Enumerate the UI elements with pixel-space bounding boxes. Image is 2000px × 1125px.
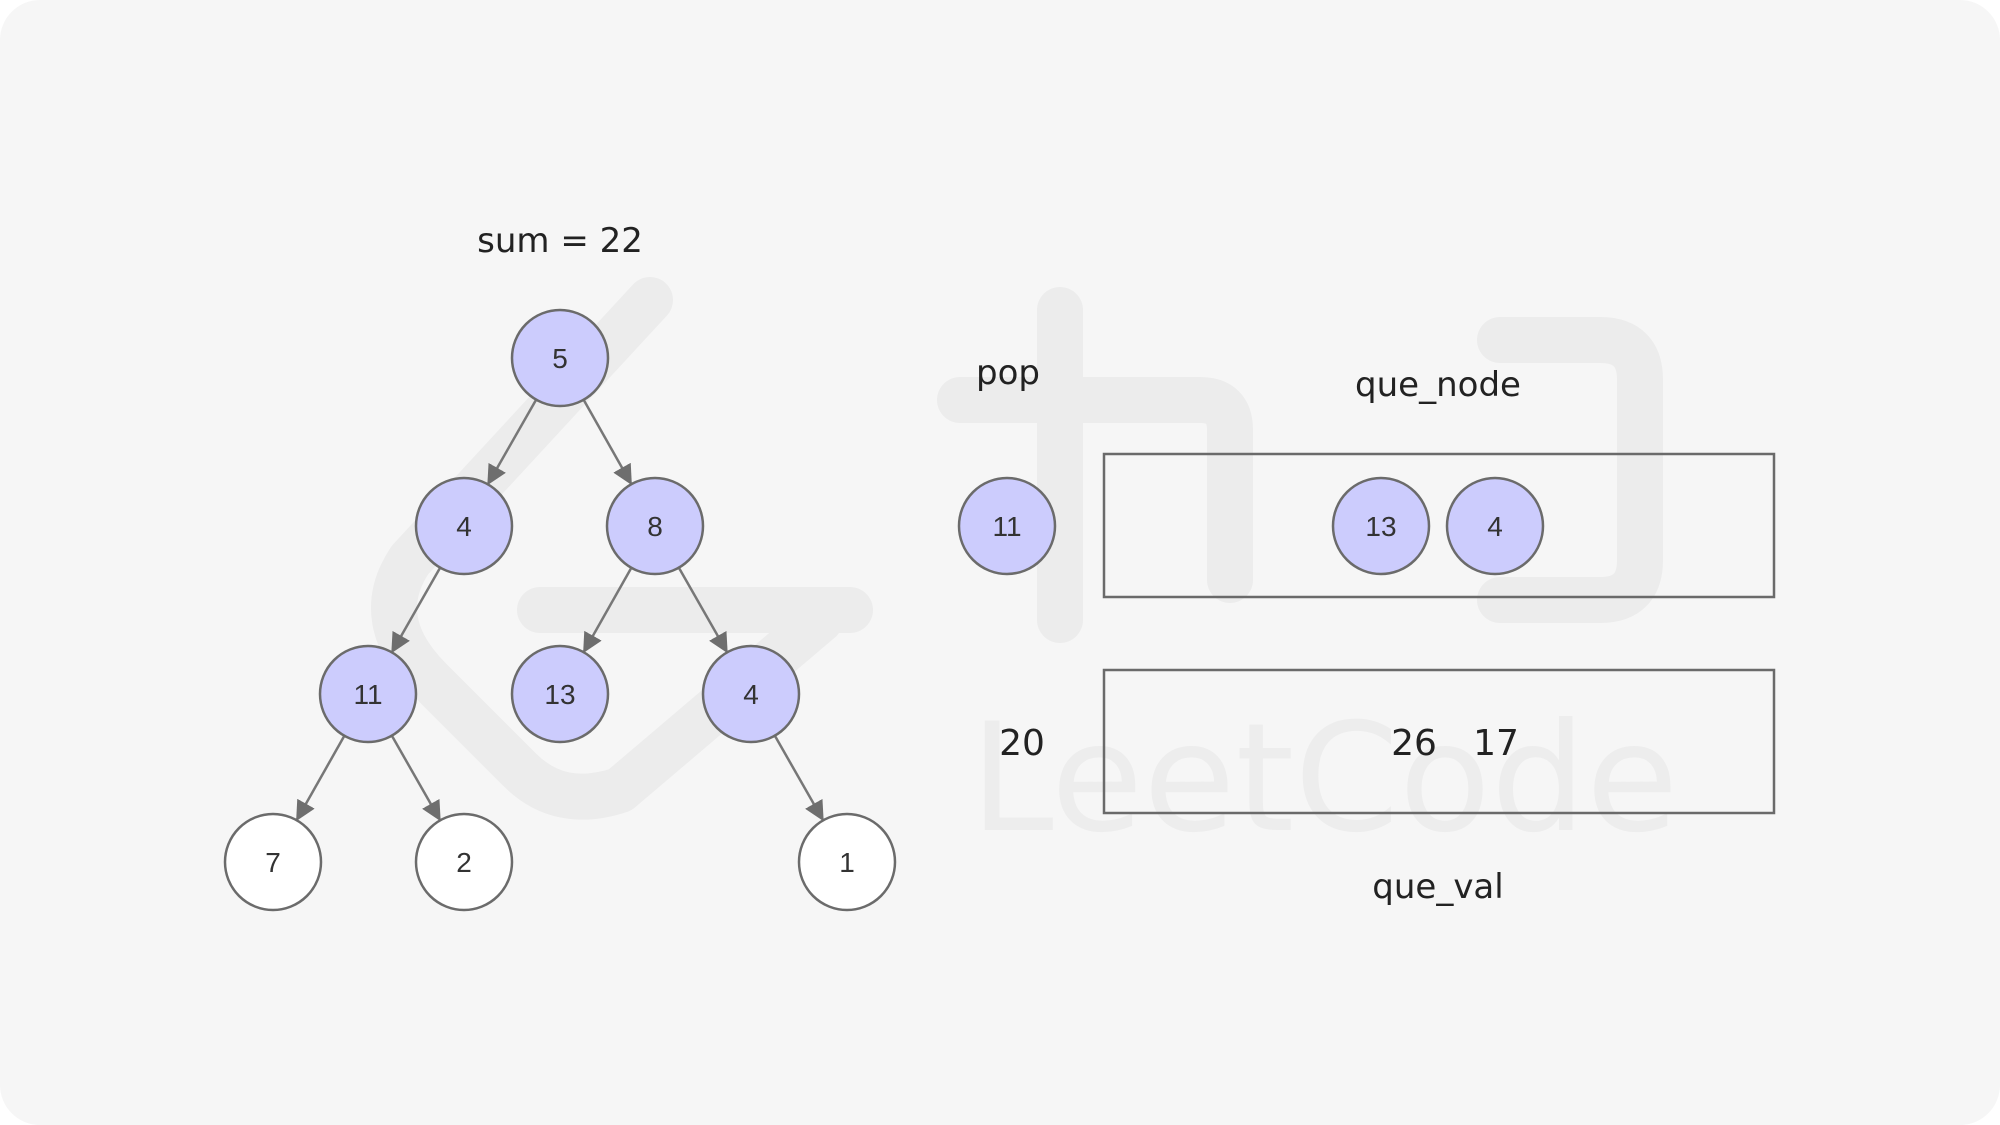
que-node-item: 4 bbox=[1445, 476, 1545, 576]
tree-node-circle bbox=[797, 812, 897, 912]
tree-node-circle bbox=[701, 644, 801, 744]
tree-edge bbox=[487, 399, 538, 486]
binary-tree: 5 4 8 11 13 4 7 2 1 bbox=[223, 308, 897, 912]
que-val-box bbox=[1102, 668, 1776, 815]
que-node-item: 13 bbox=[1331, 476, 1431, 576]
que-val-item: 26 bbox=[1391, 723, 1437, 764]
que-node-circle bbox=[1331, 476, 1431, 576]
tree-node-circle bbox=[605, 476, 705, 576]
que-val-item: 17 bbox=[1473, 723, 1519, 764]
que-val-label: que_val bbox=[1372, 867, 1503, 907]
tree-node-value: 4 bbox=[456, 511, 472, 542]
tree-edge bbox=[583, 567, 633, 654]
tree-edges bbox=[296, 399, 824, 822]
tree-node: 1 bbox=[797, 812, 897, 912]
tree-edge bbox=[391, 567, 442, 654]
tree-node: 11 bbox=[318, 644, 418, 744]
tree-node-value: 5 bbox=[552, 343, 568, 374]
tree-node-value: 7 bbox=[265, 847, 281, 878]
watermark-logo: LeetCode bbox=[371, 277, 1678, 866]
pop-node-value: 11 bbox=[992, 511, 1021, 542]
pop-node-circle bbox=[957, 476, 1057, 576]
tree-node-circle bbox=[510, 308, 610, 408]
tree-node-value: 13 bbox=[544, 679, 575, 710]
sum-title: sum = 22 bbox=[477, 221, 643, 261]
pop-sum-value: 20 bbox=[999, 723, 1045, 764]
que-node-circle bbox=[1445, 476, 1545, 576]
que-node-box bbox=[1102, 452, 1776, 599]
que-val-items: 26 17 bbox=[1391, 723, 1519, 764]
tree-edge bbox=[773, 735, 824, 822]
tree-node: 4 bbox=[414, 476, 514, 576]
tree-node: 4 bbox=[701, 644, 801, 744]
tree-edge bbox=[390, 735, 441, 822]
tree-node-value: 11 bbox=[353, 679, 382, 710]
tree-node-value: 8 bbox=[647, 511, 663, 542]
que-node-label: que_node bbox=[1355, 365, 1521, 405]
pop-label: pop bbox=[976, 353, 1040, 393]
tree-edge bbox=[582, 399, 632, 486]
tree-node-circle bbox=[318, 644, 418, 744]
tree-node-value: 4 bbox=[743, 679, 759, 710]
que-node-items: 13 4 bbox=[1331, 476, 1545, 576]
tree-node-circle bbox=[414, 812, 514, 912]
tree-node: 8 bbox=[605, 476, 705, 576]
tree-edge bbox=[677, 567, 728, 654]
tree-node-circle bbox=[223, 812, 323, 912]
que-node-value: 13 bbox=[1365, 511, 1396, 542]
tree-node: 13 bbox=[510, 644, 610, 744]
que-node-value: 4 bbox=[1487, 511, 1503, 542]
tree-node-value: 2 bbox=[456, 847, 472, 878]
pop-node: 11 bbox=[957, 476, 1057, 576]
tree-node-circle bbox=[414, 476, 514, 576]
watermark-text: LeetCode bbox=[970, 692, 1678, 866]
tree-edge bbox=[296, 735, 346, 822]
tree-node: 5 bbox=[510, 308, 610, 408]
tree-node: 2 bbox=[414, 812, 514, 912]
tree-node-circle bbox=[510, 644, 610, 744]
tree-node: 7 bbox=[223, 812, 323, 912]
tree-node-value: 1 bbox=[839, 847, 855, 878]
